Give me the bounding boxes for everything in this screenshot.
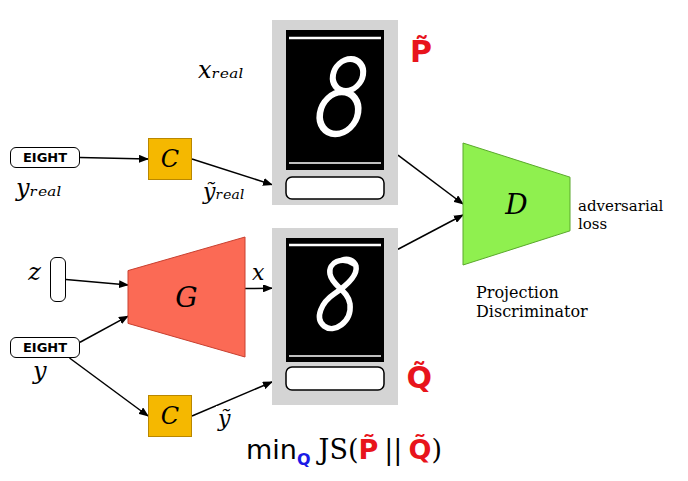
image-illustration: [272, 228, 398, 405]
text-holder: D: [463, 143, 570, 265]
trapezoid-shape: [463, 143, 570, 265]
variable-name: y: [33, 357, 47, 385]
loss-label: adversarial loss: [578, 197, 682, 233]
arrow-connector: [66, 280, 128, 286]
image-illustration: [272, 20, 398, 205]
math-bracket: ): [431, 434, 442, 465]
class-box: EIGHT: [10, 337, 80, 358]
math-operator: min: [246, 434, 297, 465]
class-label: EIGHT: [23, 150, 67, 165]
variable-name: xᵣₑₐₗ: [198, 56, 244, 84]
discriminator-trapezoid: D: [463, 143, 570, 265]
distribution-label: P̃: [410, 34, 432, 69]
edge-label: ỹ: [216, 406, 232, 431]
distribution-label: Q̃: [408, 434, 431, 465]
distribution-label: P̃: [358, 434, 378, 465]
arrow-connector: [398, 215, 463, 249]
math-function: JS(: [319, 434, 359, 465]
variable-name: z: [28, 258, 41, 286]
class-label: EIGHT: [23, 340, 67, 355]
arrow-connector: [80, 158, 148, 160]
image-panel: P̃: [272, 20, 398, 205]
image-panel: Q̃: [272, 228, 398, 405]
noise-box: z: [50, 257, 66, 302]
module-name: C: [161, 402, 179, 430]
module-caption: Projection Discriminator: [476, 283, 604, 321]
edge-label: x: [250, 260, 266, 285]
objective-formula: minQJS(P̃||Q̃): [0, 434, 688, 465]
module-box: C: [148, 138, 192, 180]
module-name: C: [161, 145, 179, 173]
edge-label: ỹᵣₑₐₗ: [201, 179, 247, 204]
distribution-label: Q̃: [406, 360, 432, 395]
class-box: EIGHT: [10, 147, 80, 168]
module-box: C: [148, 395, 192, 437]
generator-trapezoid: G: [128, 237, 245, 357]
text-holder: EIGHT: [11, 148, 79, 167]
arrow-connector: [80, 316, 128, 342]
trapezoid-shape: [128, 237, 245, 357]
math-operator: ||: [384, 434, 402, 465]
module-name: G: [175, 281, 197, 314]
text-holder: EIGHT: [11, 338, 79, 357]
arrow-connector: [245, 287, 272, 289]
module-name: D: [505, 188, 527, 221]
text-holder: C: [149, 396, 191, 436]
text-holder: G: [128, 237, 245, 357]
arrow-connector: [398, 155, 463, 204]
arrow-connector: [70, 358, 149, 416]
math-subscript: Q: [297, 450, 311, 469]
variable-name: yᵣₑₐₗ: [16, 174, 62, 202]
text-holder: C: [149, 139, 191, 179]
